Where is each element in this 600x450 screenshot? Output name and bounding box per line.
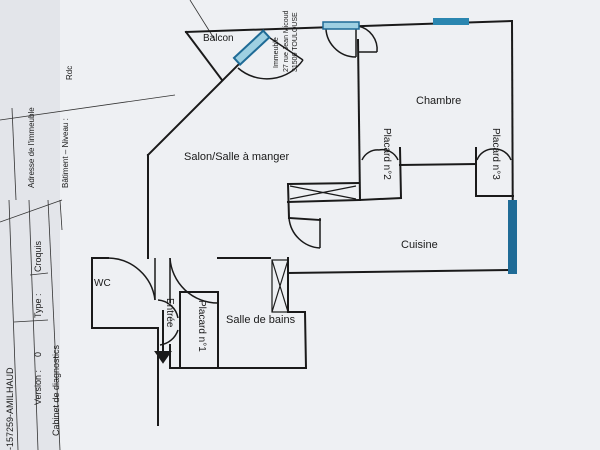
duct-crosses <box>271 185 357 313</box>
adresse-line-1: Immeuble <box>273 37 280 68</box>
door-wc <box>107 257 156 301</box>
door-placard-3b <box>493 148 512 161</box>
door-sdb <box>169 257 219 304</box>
label-entree: Entrée <box>164 298 175 328</box>
batiment-label: Bâtiment – Niveau : <box>61 118 70 188</box>
label-salon: Salon/Salle à manger <box>184 151 290 163</box>
title-block <box>0 0 216 450</box>
door-placard-2b <box>378 148 399 161</box>
duct-box-sdb <box>271 259 289 313</box>
entry-arrow <box>154 310 172 364</box>
window-cuisine <box>508 200 517 274</box>
wall-gaine-top <box>286 181 360 186</box>
label-placard-2: Placard n°2 <box>381 128 392 180</box>
adresse-label: Adresse de l'immeuble <box>27 107 36 188</box>
wall-gaine-left <box>286 182 291 220</box>
version-label: Version : <box>33 370 43 405</box>
door-salon <box>288 217 321 249</box>
cabinet-label: Cabinet de diagnostics <box>51 344 61 436</box>
door-placard-1 <box>157 299 179 319</box>
door-chambre-leaf-2 <box>357 25 378 53</box>
door-balcon <box>237 59 304 80</box>
windows <box>232 18 517 274</box>
wall-kitchen-bottom <box>286 268 515 275</box>
label-chambre: Chambre <box>416 95 461 107</box>
dossier-reference: -157259-AMILHAUD <box>5 367 15 450</box>
walls <box>91 19 515 426</box>
window-balcon <box>232 29 271 66</box>
door-placard-3 <box>476 148 495 161</box>
wall-placard2-right <box>398 146 403 200</box>
wall-gaine-bottom <box>286 198 360 204</box>
door-entree <box>159 329 179 346</box>
wall-sdb-right2 <box>303 310 308 370</box>
wall-corridor <box>287 216 322 222</box>
batiment-value: Rdc <box>65 66 74 80</box>
wall-chambre-left <box>356 38 362 202</box>
label-cuisine: Cuisine <box>401 239 438 251</box>
wall-salon-diagonal <box>146 46 257 157</box>
wall-balcony-diagonal <box>184 30 224 82</box>
label-salle-de-bains: Salle de bains <box>226 314 296 326</box>
wall-chambre-bottom <box>398 162 478 167</box>
type-value: Croquis <box>33 240 43 272</box>
door-chambre-leaf-1 <box>325 24 357 58</box>
door-placard-2 <box>361 149 380 161</box>
window-chambre-2 <box>433 18 469 25</box>
doors <box>107 24 512 346</box>
wall-placard2-bottom <box>358 196 403 202</box>
label-placard-1: Placard n°1 <box>196 300 207 352</box>
label-placard-3: Placard n°3 <box>490 128 501 180</box>
window-chambre-1 <box>322 21 360 30</box>
adresse-line-3: 31500 TOULOUSE <box>292 12 299 72</box>
label-balcon: Balcon <box>203 33 234 44</box>
adresse-line-2: 27 rue Jean Micoud <box>283 10 290 72</box>
label-wc: WC <box>94 278 111 289</box>
type-label: Type : <box>33 293 43 318</box>
version-value: 0 <box>33 352 43 357</box>
